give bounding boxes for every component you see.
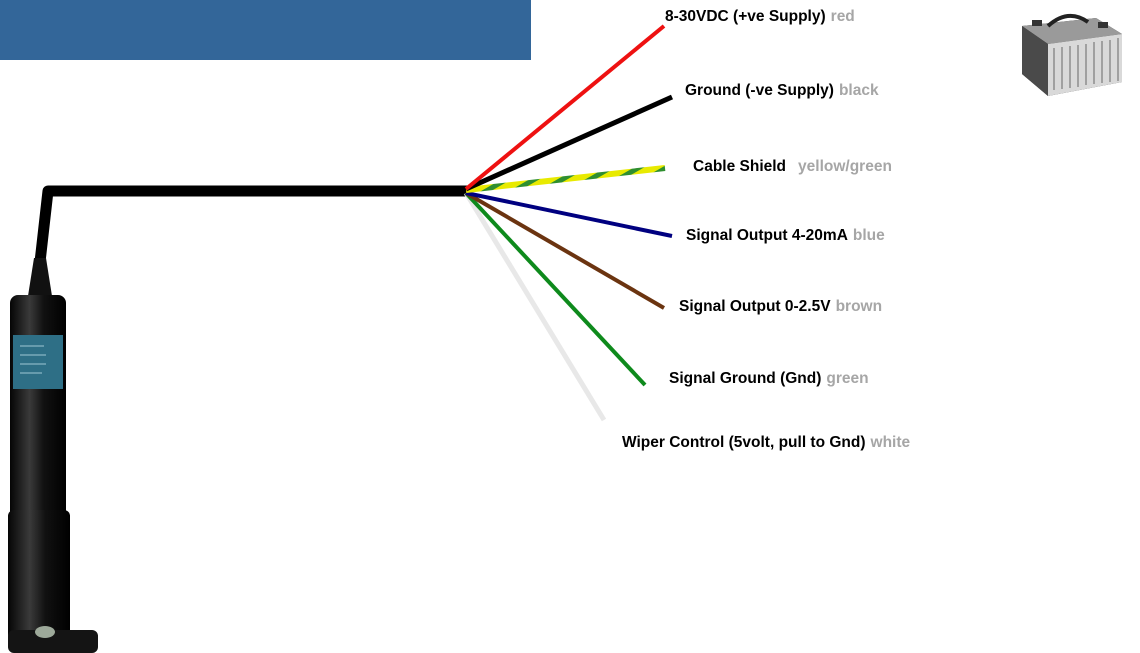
wire-label-text: Cable Shield [693,158,787,175]
wire-label-white: Wiper Control (5volt, pull to Gnd)white [622,434,910,452]
wire-green [464,191,647,387]
wire-label-text: Signal Output 4-20mA [686,227,848,244]
header-band [0,0,531,60]
main-cable [34,185,470,263]
wire-color-word: yellow/green [798,158,892,175]
wire-label-red: 8-30VDC (+ve Supply)red [665,8,855,26]
wire-color-word: blue [852,227,885,244]
wire-label-text: Signal Output 0-2.5V [679,298,831,315]
wire-label-text: Signal Ground (Gnd) [669,370,822,387]
wire-white [463,191,607,422]
wire-label-black: Ground (-ve Supply)black [685,82,879,100]
wire-label-text: 8-30VDC (+ve Supply) [665,8,826,25]
wire-label-text: Wiper Control (5volt, pull to Gnd) [622,434,866,451]
wire-red [464,24,666,191]
wire-color-word: green [826,370,869,387]
wire-color-word: red [830,8,855,25]
wire-black [464,94,674,192]
wire-color-word: brown [835,298,883,315]
battery-icon [1022,14,1122,96]
wire-shield [465,165,666,193]
wire-brown [464,191,666,310]
wire-label-shield: Cable Shield yellow/green [693,158,892,176]
wire-color-word: black [838,82,879,99]
sensor-probe-icon [8,258,98,653]
wire-blue [465,191,673,238]
wire-label-green: Signal Ground (Gnd)green [669,370,869,388]
wire-label-text: Ground (-ve Supply) [685,82,834,99]
wire-color-word: white [870,434,911,451]
